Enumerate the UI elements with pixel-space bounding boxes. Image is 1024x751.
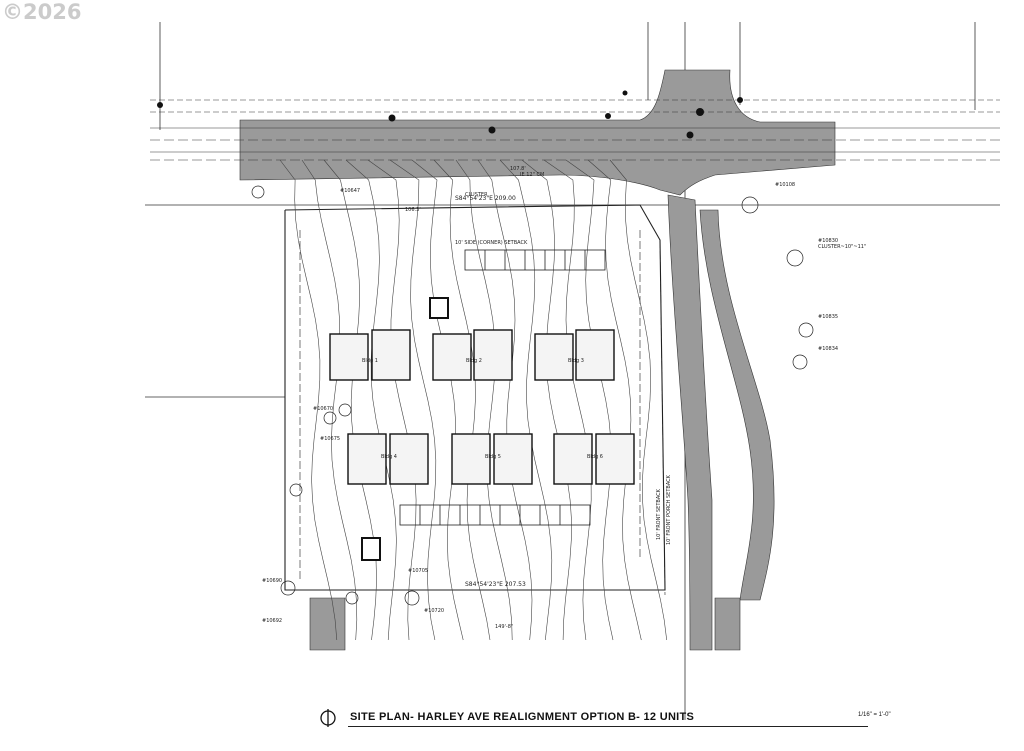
trees — [251, 185, 814, 606]
contour-line — [323, 159, 377, 641]
contour-line — [345, 159, 397, 641]
curb-note-label: IE 12" CM — [520, 172, 544, 178]
tree-number-label: #10675 — [320, 436, 340, 442]
contour-lines — [279, 159, 667, 641]
utility-lines — [150, 99, 1000, 161]
bearing-top-label: S84°54'23"E 209.00 — [455, 195, 516, 202]
contour-line — [279, 159, 338, 641]
drawing-title: SITE PLAN- HARLEY AVE REALIGNMENT OPTION… — [350, 711, 695, 723]
annotations: 10' SIDE (CORNER) SETBACK CLUSTER CLUSTE… — [262, 166, 866, 630]
dimension-label: 106.3' — [405, 207, 421, 213]
tree-number-label: #10830 — [818, 238, 838, 244]
title-underline — [348, 726, 868, 727]
tree-number-label: #10705 — [408, 568, 428, 574]
contour-line — [499, 159, 553, 641]
side-setback-label: 10' SIDE (CORNER) SETBACK — [455, 240, 528, 246]
tree-number-label: #10692 — [262, 618, 282, 624]
contour-line — [521, 159, 572, 641]
title-block: SITE PLAN- HARLEY AVE REALIGNMENT OPTION… — [318, 708, 891, 730]
building-labels: Bldg 1 Bldg 2 Bldg 3 Bldg 4 Bldg 5 Bldg … — [362, 358, 603, 460]
contour-line — [301, 159, 358, 641]
contour-line — [477, 159, 533, 641]
building-label: Bldg 3 — [568, 358, 584, 364]
building-label: Bldg 2 — [466, 358, 482, 364]
north-arrow-icon — [320, 709, 336, 727]
contour-line — [411, 159, 464, 641]
property-boundary — [284, 204, 666, 596]
tree-number-label: #10670 — [313, 406, 333, 412]
tree-number-label: #10835 — [818, 314, 838, 320]
cluster-label: CLUSTER — [465, 192, 488, 198]
front-setback-label: 10' FRONT SETBACK — [656, 488, 662, 540]
road-shading — [239, 69, 836, 651]
tree-number-label: #10720 — [424, 608, 444, 614]
porch-setback-label: 10' FRONT PORCH SETBACK — [666, 474, 672, 545]
building-row-top — [329, 329, 615, 381]
contour-line — [389, 159, 437, 641]
contour-line — [455, 159, 513, 641]
contour-line — [609, 159, 667, 641]
building-row-bottom — [347, 433, 635, 485]
contour-line — [543, 159, 592, 641]
building-label: Bldg 5 — [485, 454, 501, 460]
contour-line — [367, 159, 417, 641]
trash-enclosures — [361, 297, 449, 561]
tree-number-label: #10647 — [340, 188, 360, 194]
building-label: Bldg 4 — [381, 454, 397, 460]
dimension-label: 149'-8" — [495, 624, 513, 630]
copyright-watermark: ©2026 — [2, 0, 82, 24]
tree-number-label: #10108 — [775, 182, 795, 188]
parking-top — [399, 249, 606, 526]
bearing-bottom-label: S84°54'23"E 207.53 — [465, 581, 526, 588]
drawing-scale: 1/16" = 1'-0" — [858, 712, 891, 718]
tree-number-label: #10834 — [818, 346, 838, 352]
building-label: Bldg 6 — [587, 454, 603, 460]
contour-line — [433, 159, 491, 641]
utility-poles — [157, 90, 743, 139]
contour-line — [565, 159, 614, 641]
contour-line — [587, 159, 642, 641]
building-label: Bldg 1 — [362, 358, 378, 364]
dimension-label: 107.8' — [510, 166, 526, 172]
tree-number-label: #10690 — [262, 578, 282, 584]
tree-cluster-label: CLUSTER~10"~11" — [818, 244, 866, 250]
